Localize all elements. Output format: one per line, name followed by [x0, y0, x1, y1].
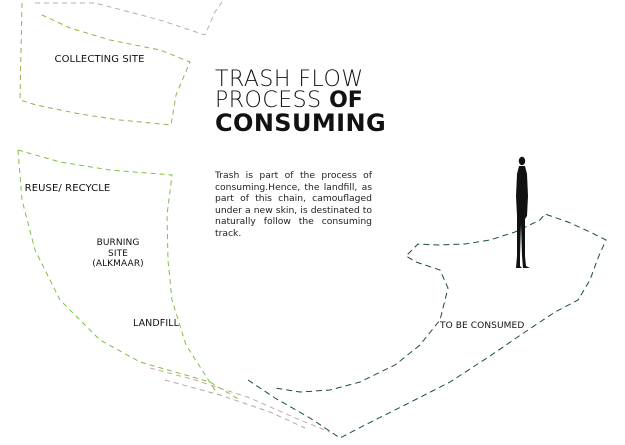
- title-line-2: PROCESS OF: [215, 88, 415, 113]
- reuse-segment-inner: [17, 149, 241, 401]
- to-be-consumed-label: TO BE CONSUMED: [440, 321, 525, 331]
- reuse-recycle-label: REUSE/ RECYCLE: [24, 183, 111, 194]
- consumed-arrow: [247, 213, 607, 439]
- burning-site-label: BURNING SITE (ALKMAAR): [92, 238, 144, 269]
- page-title: TRASH FLOW PROCESS OF CONSUMING: [215, 69, 415, 136]
- description: Trash is part of the process of consumin…: [215, 170, 372, 239]
- title-line-2-bold: OF: [329, 88, 363, 113]
- landfill-label: LANDFILL: [132, 318, 180, 329]
- landfill-segment-gray: [164, 379, 306, 429]
- landfill-segment-pink: [149, 367, 331, 433]
- collecting-site-segment: [19, 2, 191, 126]
- title-line-3: CONSUMING: [215, 109, 387, 137]
- person-silhouette-icon: [516, 156, 530, 268]
- title-line-2-light: PROCESS: [215, 88, 330, 113]
- top-segment: [35, 1, 223, 36]
- collecting-site-label: COLLECTING SITE: [54, 54, 145, 65]
- title-line-1: TRASH FLOW: [215, 67, 364, 92]
